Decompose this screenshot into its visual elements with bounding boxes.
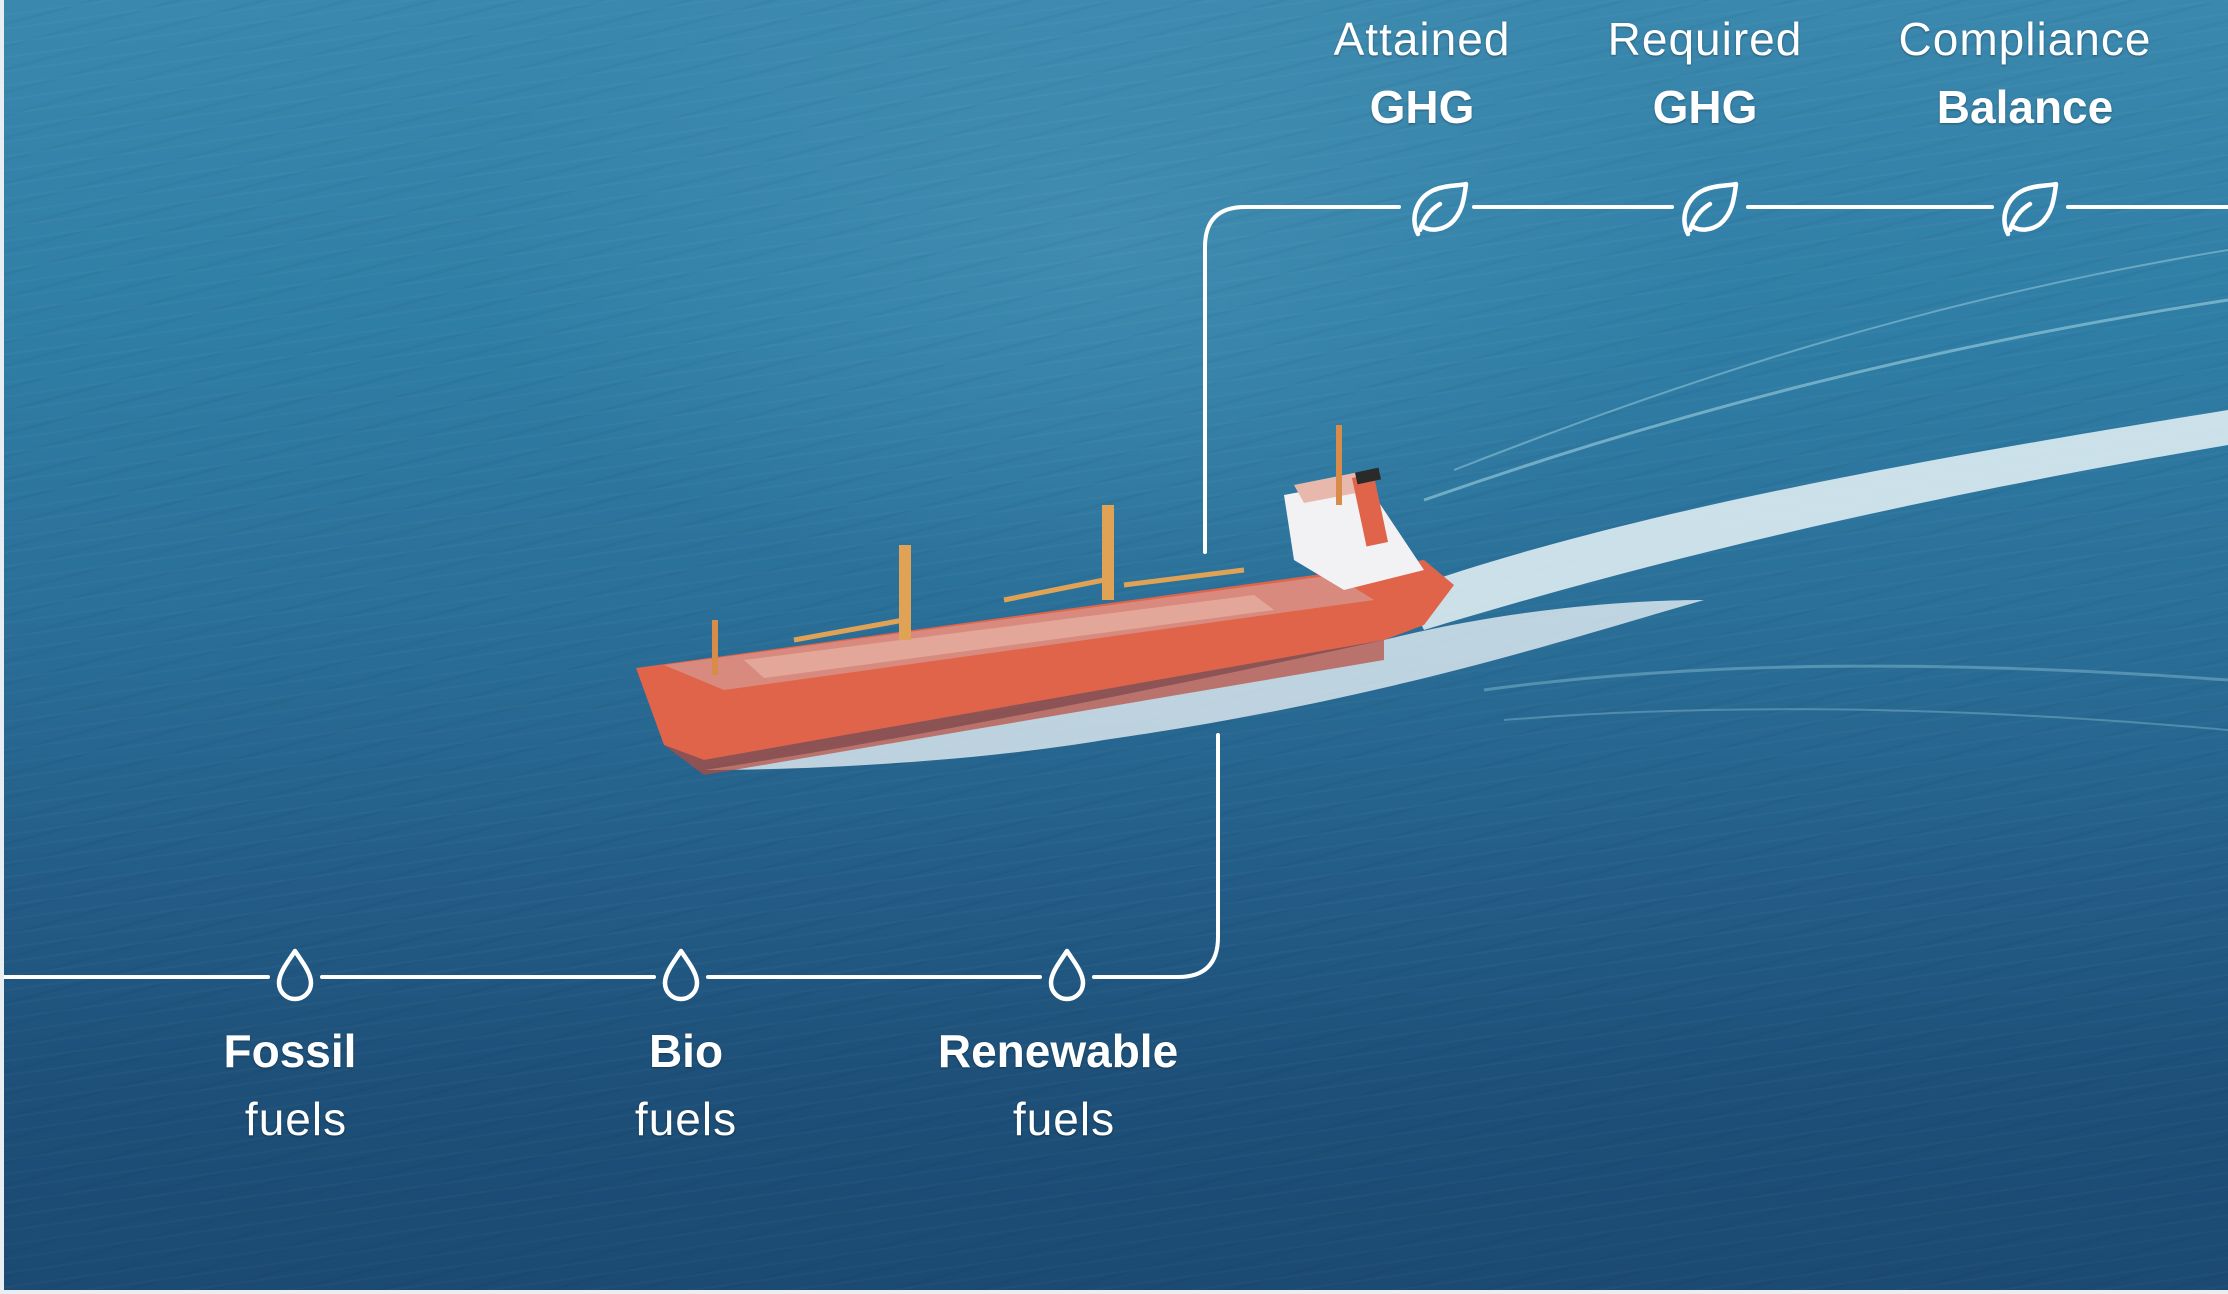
ship-scene xyxy=(4,205,2228,979)
flow-lines xyxy=(4,205,2228,979)
input-sublabel-fuels: fuels xyxy=(244,1093,348,1145)
water-drop-icon xyxy=(1048,948,1086,1002)
output-label-attained: Attained xyxy=(1333,13,1511,65)
input-label-bio: Bio xyxy=(648,1025,724,1077)
output-label-compliance: Compliance xyxy=(1898,13,2152,65)
leaf-icon xyxy=(2002,181,2059,237)
water-drop-icon xyxy=(662,948,700,1002)
input-label-renewable: Renewable xyxy=(937,1025,1179,1077)
output-label-required: Required xyxy=(1607,13,1803,65)
leaf-icon xyxy=(1412,181,1469,237)
output-sublabel-ghg: GHG xyxy=(1369,81,1475,133)
cargo-ship xyxy=(636,425,1454,775)
water-drop-icon xyxy=(276,948,314,1002)
output-sublabel-ghg: GHG xyxy=(1652,81,1758,133)
leaf-icon xyxy=(1682,181,1739,237)
input-sublabel-fuels: fuels xyxy=(1012,1093,1116,1145)
input-label-fossil: Fossil xyxy=(223,1025,357,1077)
output-sublabel-balance: Balance xyxy=(1936,81,2114,133)
input-sublabel-fuels: fuels xyxy=(634,1093,738,1145)
ship-photo-background: Attained GHG Required GHG Compliance Bal… xyxy=(4,0,2228,1290)
